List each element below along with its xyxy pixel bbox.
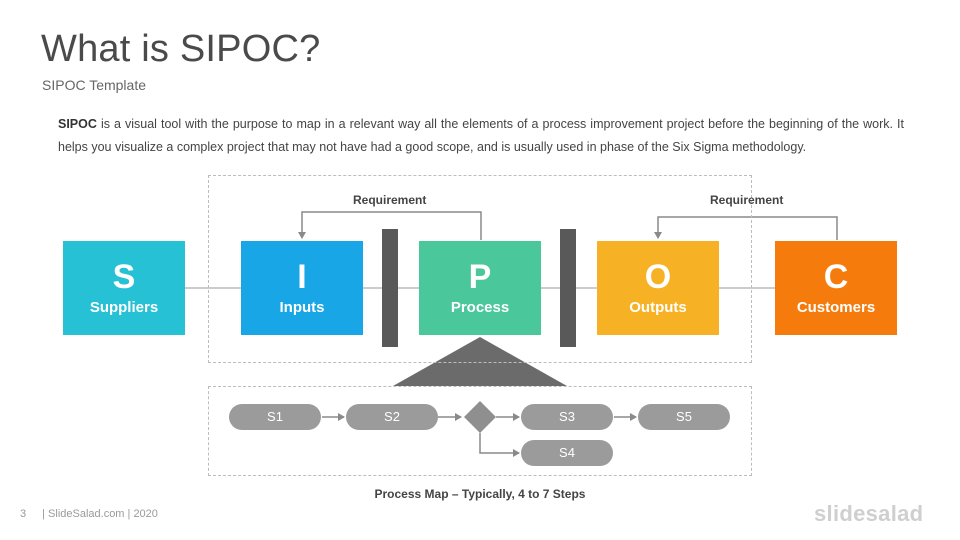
brand-logo: slidesalad	[814, 501, 924, 526]
process-step-s3: S3	[521, 404, 613, 430]
page-number: 3	[20, 508, 27, 520]
sipoc-label: Outputs	[629, 299, 687, 316]
process-map-caption: Process Map – Typically, 4 to 7 Steps	[374, 487, 586, 501]
sipoc-letter: O	[644, 258, 672, 296]
sipoc-letter: S	[112, 258, 136, 296]
requirement-label-right: Requirement	[710, 193, 784, 207]
sipoc-letter: I	[297, 258, 307, 296]
footer-source: | SlideSalad.com | 2020	[42, 508, 158, 520]
sipoc-letter: C	[823, 258, 849, 296]
description-text: is a visual tool with the purpose to map…	[58, 117, 904, 154]
sipoc-box-customers: C Customers	[775, 241, 897, 335]
sipoc-label: Inputs	[279, 299, 325, 316]
boundary-bar-start	[382, 229, 398, 347]
sipoc-label: Suppliers	[89, 299, 159, 316]
process-step-s4: S4	[521, 440, 613, 466]
connector-decision-s4	[479, 433, 520, 457]
requirement-arrow-right	[654, 216, 838, 240]
process-scope-box	[208, 175, 752, 363]
process-map-box	[208, 386, 752, 476]
requirement-label-left: Requirement	[353, 193, 427, 207]
sipoc-box-suppliers: S Suppliers	[63, 241, 185, 335]
description-term: SIPOC	[58, 117, 97, 131]
process-step-s5: S5	[638, 404, 730, 430]
sipoc-letter: P	[468, 258, 492, 296]
description-paragraph: SIPOC is a visual tool with the purpose …	[58, 113, 904, 159]
footer: 3 | SlideSalad.com | 2020	[20, 508, 158, 520]
sipoc-box-inputs: I Inputs	[241, 241, 363, 335]
page-title: What is SIPOC?	[41, 28, 321, 70]
sipoc-box-process: P Process	[419, 241, 541, 335]
process-step-s1: S1	[229, 404, 321, 430]
boundary-bar-end	[560, 229, 576, 347]
sipoc-box-outputs: O Outputs	[597, 241, 719, 335]
process-expand-triangle	[393, 337, 567, 386]
sipoc-label: Customers	[796, 299, 876, 316]
requirement-arrow-left	[298, 211, 482, 240]
process-step-s2: S2	[346, 404, 438, 430]
decision-diamond	[464, 401, 496, 433]
sipoc-label: Process	[450, 299, 510, 316]
page-subtitle: SIPOC Template	[42, 77, 147, 93]
